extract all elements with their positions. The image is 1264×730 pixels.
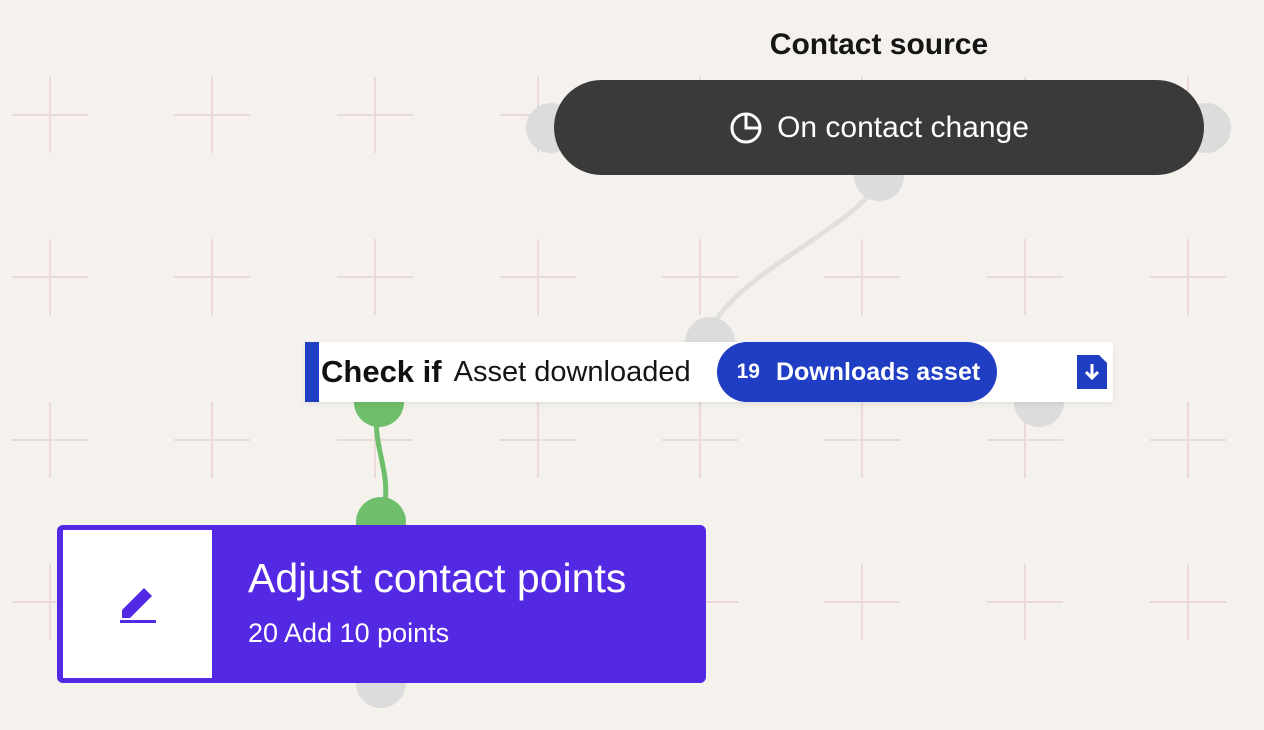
connector-source-to-check [707, 178, 882, 332]
pie-chart-icon [729, 111, 763, 145]
badge-label: Downloads asset [775, 357, 981, 386]
action-icon-box [63, 530, 212, 678]
source-node-label: On contact change [777, 110, 1029, 144]
action-node[interactable]: Adjust contact points 20 Add 10 points [57, 525, 706, 683]
download-document-icon[interactable] [1075, 353, 1109, 396]
check-keyword: Check if [321, 354, 442, 389]
source-title: Contact source [769, 28, 989, 61]
badge-number: 19 [736, 360, 760, 383]
check-node[interactable]: Check if Asset downloaded 19 Downloads a… [305, 342, 1113, 402]
action-subtitle: 20 Add 10 points [248, 618, 450, 648]
downloads-asset-badge[interactable]: 19 Downloads asset [716, 342, 997, 402]
pencil-icon [116, 580, 160, 629]
check-condition: Asset downloaded [453, 355, 691, 388]
check-accent-bar [305, 342, 319, 402]
source-node[interactable]: On contact change [554, 80, 1204, 175]
action-title: Adjust contact points [248, 555, 627, 601]
